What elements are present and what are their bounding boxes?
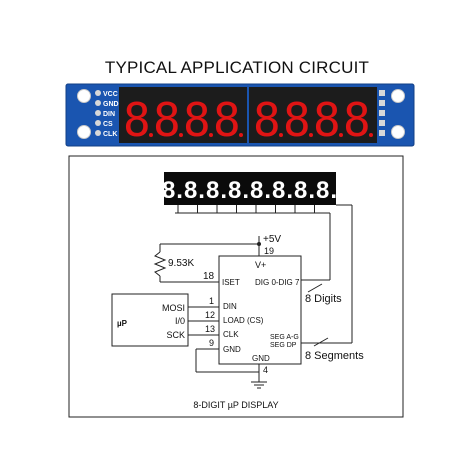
mcu-sck: SCK (166, 330, 185, 340)
pin-label-din: DIN (103, 111, 115, 118)
module-decimal-point (209, 133, 213, 137)
module-digit: 8 (153, 93, 181, 147)
schematic-display (164, 172, 336, 205)
max7219-ic (218, 255, 302, 365)
module-decimal-point (279, 133, 283, 137)
module-decimal-point (339, 133, 343, 137)
schematic-caption: 8-DIGIT µP DISPLAY (193, 400, 278, 410)
schematic-display-digits: 8.8.8.8.8.8.8.8. (162, 177, 338, 204)
pin-label-clk: CLK (103, 131, 117, 138)
supply-label: +5V (263, 234, 281, 245)
ic-dig: DIG 0-DIG 7 (255, 278, 300, 287)
segments-label: 8 Segments (305, 350, 364, 362)
pin-4: 4 (263, 365, 268, 375)
ic-clk: CLK (223, 330, 239, 339)
left-header-pins (95, 90, 101, 136)
ic-load: LOAD (CS) (223, 316, 264, 325)
pin-label-gnd: GND (103, 101, 119, 108)
module-decimal-point (179, 133, 183, 137)
ground-symbol (251, 381, 267, 389)
pin-18: 18 (203, 271, 215, 282)
pin-label-vcc: VCC (103, 91, 118, 98)
right-header-pins (379, 90, 385, 136)
ic-gnd: GND (223, 345, 241, 354)
pin-12: 12 (205, 310, 215, 320)
module-digit: 8 (283, 93, 311, 147)
ic-seg-ag: SEG A-G (270, 334, 299, 341)
ic-vplus: V+ (255, 260, 266, 270)
digits-label: 8 Digits (305, 293, 342, 305)
pin-label-cs: CS (103, 121, 113, 128)
mcu-mosi: MOSI (162, 303, 185, 313)
module-decimal-point (149, 133, 153, 137)
mcu-label: µP (117, 319, 128, 328)
ic-gnd-bottom: GND (252, 354, 270, 363)
module-digit: 8 (213, 93, 241, 147)
module-digit: 8 (183, 93, 211, 147)
module-decimal-point (309, 133, 313, 137)
mcu-io: I/0 (175, 316, 185, 326)
pin-9: 9 (209, 338, 214, 348)
module-digit: 8 (123, 93, 151, 147)
schematic-frame (68, 155, 404, 418)
ic-seg-dp: SEG DP (270, 342, 297, 349)
pin-1: 1 (209, 296, 214, 306)
display-pins (177, 205, 315, 213)
module-decimal-point (369, 133, 373, 137)
pin-13: 13 (205, 324, 215, 334)
module-decimal-point (239, 133, 243, 137)
resistor-label: 9.53K (168, 258, 194, 269)
module-digit: 8 (253, 93, 281, 147)
ic-din: DIN (223, 302, 237, 311)
resistor (153, 251, 167, 277)
microcontroller-block (111, 293, 189, 347)
ic-iset: ISET (222, 278, 240, 287)
module-digit: 8 (343, 93, 371, 147)
pin-19: 19 (264, 246, 274, 256)
module-digit: 8 (313, 93, 341, 147)
page-title: TYPICAL APPLICATION CIRCUIT (104, 58, 370, 77)
